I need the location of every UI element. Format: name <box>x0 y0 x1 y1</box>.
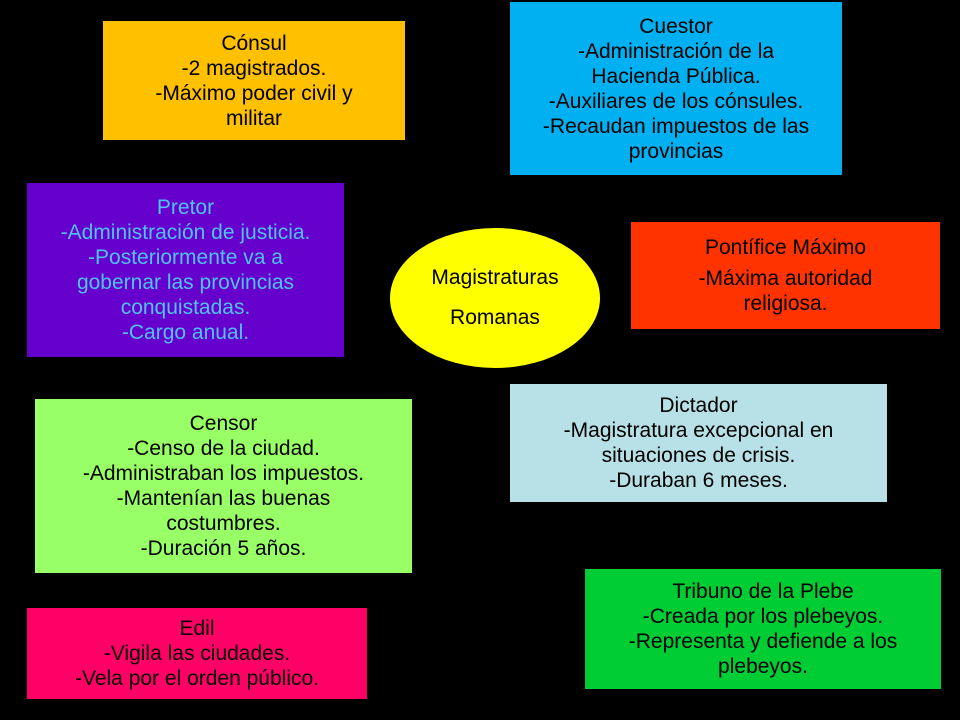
box-dictador-title: Dictador <box>659 394 738 417</box>
box-dictador: Dictador -Magistratura excepcional en si… <box>510 384 887 502</box>
box-pretor-line: -Posteriormente va a <box>88 246 283 269</box>
box-consul: Cónsul -2 magistrados. -Máximo poder civ… <box>103 21 405 140</box>
box-tribuno-line: plebeyos. <box>718 655 808 678</box>
box-censor-line: -Administraban los impuestos. <box>82 462 365 485</box>
box-pretor-title: Pretor <box>156 196 215 219</box>
box-pontifice-line: -Máxima autoridad <box>698 267 873 290</box>
box-cuestor-line: -Recaudan impuestos de las <box>542 114 810 138</box>
center-title-line2: Romanas <box>450 306 540 329</box>
box-pontifice-line: religiosa. <box>743 292 828 315</box>
box-cuestor-line: -Administración de la <box>577 39 775 63</box>
box-dictador-line: -Magistratura excepcional en <box>563 419 834 442</box>
box-cuestor-line: Hacienda Pública. <box>591 64 761 88</box>
box-censor-line: -Mantenían las buenas <box>116 487 331 510</box>
box-tribuno-title: Tribuno de la Plebe <box>672 580 854 603</box>
box-cuestor: Cuestor -Administración de la Hacienda P… <box>510 2 842 175</box>
box-edil-title: Edil <box>179 617 215 640</box>
box-pontifice-title: Pontífice Máximo <box>704 236 867 259</box>
box-pretor-line: gobernar las provincias <box>76 271 295 294</box>
box-tribuno-line: -Creada por los plebeyos. <box>642 605 884 628</box>
box-consul-line: militar <box>226 106 282 130</box>
box-pontifice-maximo: Pontífice Máximo -Máxima autoridad relig… <box>631 222 940 329</box>
box-censor-line: costumbres. <box>166 512 281 535</box>
box-censor-title: Censor <box>189 412 258 435</box>
box-tribuno-line: -Representa y defiende a los <box>628 630 898 653</box>
box-censor-line: -Duración 5 años. <box>140 537 307 560</box>
box-tribuno-de-la-plebe: Tribuno de la Plebe -Creada por los pleb… <box>585 569 941 689</box>
center-ellipse: Magistraturas Romanas <box>390 228 600 368</box>
box-cuestor-line: provincias <box>628 139 724 163</box>
box-cuestor-line: -Auxiliares de los cónsules. <box>548 89 804 113</box>
box-pretor: Pretor -Administración de justicia. -Pos… <box>27 183 344 357</box>
box-pretor-line: -Cargo anual. <box>121 321 250 344</box>
box-edil-line: -Vela por el orden público. <box>75 667 319 690</box>
box-consul-line: -2 magistrados. <box>181 56 327 80</box>
box-consul-line: -Máximo poder civil y <box>155 81 353 105</box>
box-dictador-line: -Duraban 6 meses. <box>609 469 788 492</box>
box-edil: Edil -Vigila las ciudades. -Vela por el … <box>27 608 367 699</box>
box-pretor-line: -Administración de justicia. <box>60 221 311 244</box>
center-title-line1: Magistraturas <box>431 266 559 289</box>
box-edil-line: -Vigila las ciudades. <box>103 642 291 665</box>
box-consul-title: Cónsul <box>221 31 287 55</box>
box-censor: Censor -Censo de la ciudad. -Administrab… <box>35 399 412 573</box>
box-pretor-line: conquistadas. <box>120 296 251 319</box>
box-censor-line: -Censo de la ciudad. <box>127 437 320 460</box>
box-cuestor-title: Cuestor <box>639 14 713 38</box>
box-dictador-line: situaciones de crisis. <box>601 444 796 467</box>
